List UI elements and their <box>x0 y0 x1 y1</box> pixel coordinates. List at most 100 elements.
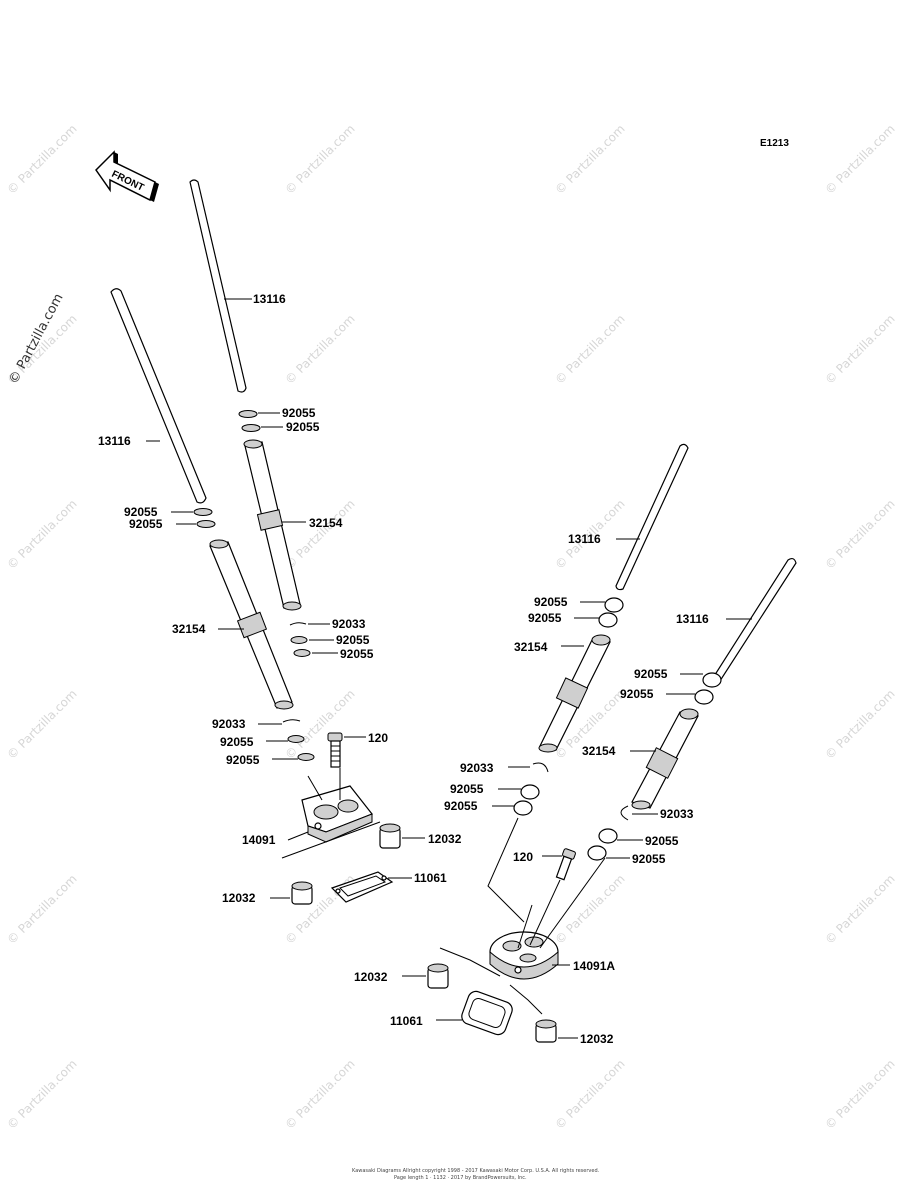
push-rod-tube <box>243 439 302 611</box>
part-label: 120 <box>513 850 533 864</box>
part-label: 92055 <box>620 687 654 701</box>
o-ring <box>587 845 607 861</box>
watermark: © Partzilla.com <box>4 687 79 762</box>
dowel-pin <box>291 881 313 905</box>
watermark: © Partzilla.com <box>4 872 79 947</box>
o-ring <box>520 784 540 800</box>
push-rod <box>615 443 689 591</box>
part-label: 14091 <box>242 833 276 847</box>
watermarks: © Partzilla.com © Partzilla.com © Partzi… <box>4 122 897 1132</box>
push-rod-tube <box>209 539 294 710</box>
o-ring <box>598 828 618 844</box>
part-label: 11061 <box>414 871 447 885</box>
o-ring <box>287 735 305 743</box>
push-rod-holder <box>301 785 373 843</box>
part-label: 92055 <box>450 782 484 796</box>
push-rod <box>710 557 797 686</box>
part-label: 92055 <box>226 753 260 767</box>
part-label: 32154 <box>514 640 548 654</box>
o-ring <box>290 636 308 644</box>
dowel-pin <box>535 1019 557 1043</box>
dowel-pin <box>379 823 401 849</box>
part-label: 13116 <box>253 292 286 306</box>
bolt <box>327 732 343 768</box>
o-ring <box>293 649 311 657</box>
o-ring <box>702 672 722 688</box>
watermark: © Partzilla.com <box>552 122 627 197</box>
part-label: 92055 <box>340 647 374 661</box>
push-rod-holder <box>489 931 559 980</box>
part-label: 120 <box>368 731 388 745</box>
part-label: 13116 <box>568 532 601 546</box>
push-rod <box>110 288 207 504</box>
push-rod <box>189 179 247 393</box>
copyright-footer: Page length 1 · 1132 · 2017 by BrandPowe… <box>394 1175 527 1181</box>
watermark: © Partzilla.com <box>822 497 897 572</box>
copyright-footer: Kawasaki Diagrams Allright copyright 199… <box>352 1168 600 1174</box>
watermark: © Partzilla.com <box>552 872 627 947</box>
o-ring <box>604 597 624 613</box>
watermark: © Partzilla.com <box>822 687 897 762</box>
watermark: © Partzilla.com <box>4 122 79 197</box>
gasket <box>330 871 394 903</box>
part-label: 92033 <box>212 717 246 731</box>
part-label: 92055 <box>336 633 370 647</box>
diagram-code: E1213 <box>760 138 789 149</box>
part-label: 12032 <box>222 891 256 905</box>
part-label: 92055 <box>528 611 562 625</box>
part-label: 11061 <box>390 1014 423 1028</box>
part-label: 13116 <box>676 612 709 626</box>
circlip <box>282 719 301 723</box>
part-label: 32154 <box>172 622 206 636</box>
part-label: 14091A <box>573 959 615 973</box>
part-label: 13116 <box>98 434 131 448</box>
o-ring <box>241 424 261 432</box>
part-label: 12032 <box>354 970 388 984</box>
part-label: 92055 <box>129 517 163 531</box>
part-label: 32154 <box>309 516 343 530</box>
part-label: 32154 <box>582 744 616 758</box>
watermark: © Partzilla.com <box>552 312 627 387</box>
circlip <box>620 805 629 821</box>
part-label: 92055 <box>220 735 254 749</box>
part-label: 92055 <box>444 799 478 813</box>
part-label: 12032 <box>580 1032 614 1046</box>
watermark: © Partzilla.com <box>282 497 357 572</box>
part-label: 12032 <box>428 832 462 846</box>
front-arrow-icon: FRONT <box>95 150 159 202</box>
bolt <box>555 848 576 881</box>
o-ring <box>196 520 216 528</box>
part-label: 92055 <box>534 595 568 609</box>
circlip <box>532 762 549 773</box>
circlip <box>289 622 307 626</box>
push-rod-tube <box>538 634 611 753</box>
o-ring <box>598 612 618 628</box>
watermark: © Partzilla.com <box>4 497 79 572</box>
watermark: © Partzilla.com <box>822 122 897 197</box>
watermark: © Partzilla.com <box>822 872 897 947</box>
dowel-pin <box>427 963 449 989</box>
watermark: © Partzilla.com <box>4 1057 79 1132</box>
part-label: 92055 <box>282 406 316 420</box>
watermark: © Partzilla.com <box>822 312 897 387</box>
o-ring <box>694 689 714 705</box>
o-ring <box>297 753 315 761</box>
o-ring <box>513 800 533 816</box>
part-label: 92033 <box>660 807 694 821</box>
part-label: 92055 <box>124 505 158 519</box>
part-label: 92055 <box>634 667 668 681</box>
watermark: © Partzilla.com <box>282 1057 357 1132</box>
watermark: © Partzilla.com <box>822 1057 897 1132</box>
part-label: 92033 <box>460 761 494 775</box>
watermark: © Partzilla.com <box>552 1057 627 1132</box>
part-label: 92055 <box>645 834 679 848</box>
push-rod-tube <box>631 708 699 810</box>
watermark: © Partzilla.com <box>282 687 357 762</box>
watermark: © Partzilla.com <box>282 122 357 197</box>
watermark: © Partzilla.com <box>282 312 357 387</box>
part-label: 92055 <box>286 420 320 434</box>
o-ring <box>193 508 213 516</box>
part-label: 92033 <box>332 617 366 631</box>
gasket <box>461 990 513 1036</box>
